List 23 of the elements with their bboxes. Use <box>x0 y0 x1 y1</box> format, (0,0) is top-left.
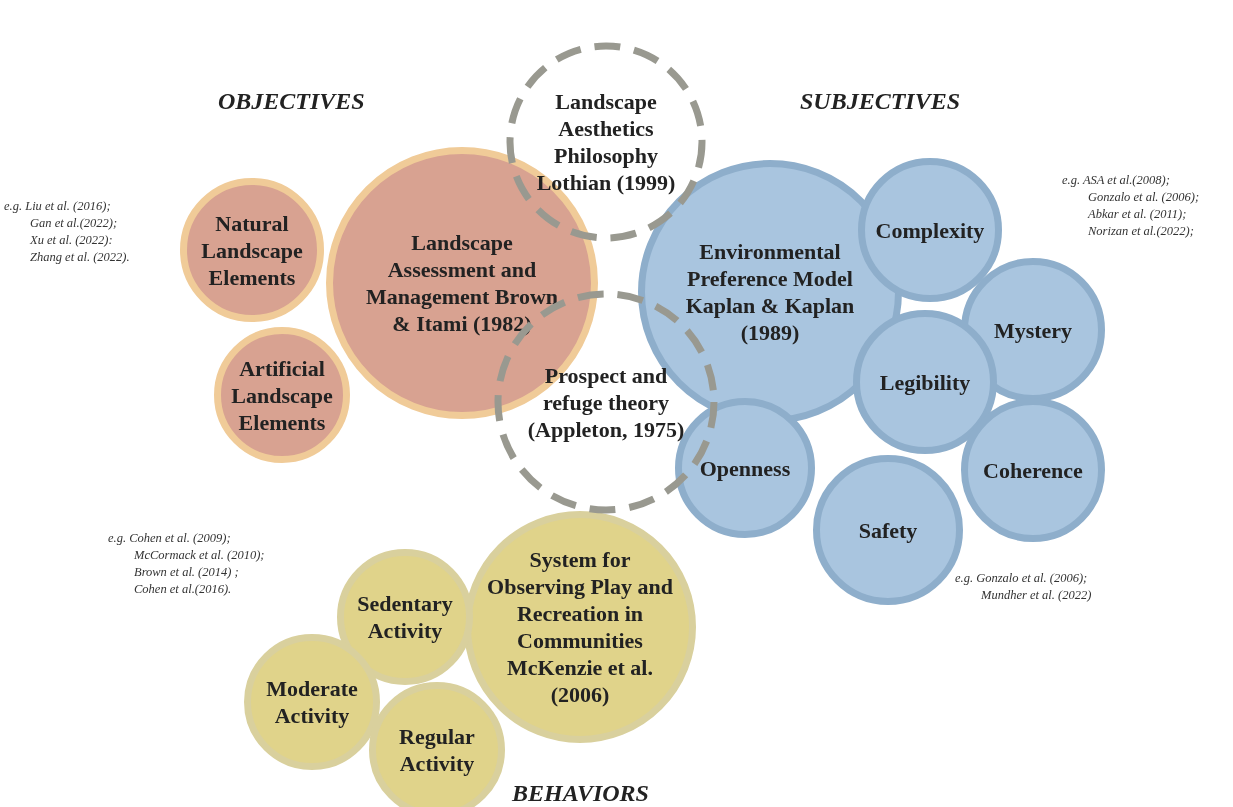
circle-label: Natural Landscape Elements <box>200 209 304 291</box>
group-heading: SUBJECTIVES <box>800 88 961 115</box>
circle-label: Regular Activity <box>398 723 476 777</box>
citation-note: e.g. Liu et al. (2016); Gan et al.(2022); Xu et al. (2022): Zhang et al. (2022). <box>4 198 131 266</box>
circle-label: Environmental Preference Model Kaplan & Kaplan (1989) <box>684 238 856 346</box>
circle-label: Mystery <box>992 316 1074 344</box>
concept-circle <box>369 682 505 807</box>
citation-note: e.g. ASA et al.(2008); Gonzalo et al. (2006); Abkar et al. (2011); Norizan et al.(2022); <box>1062 172 1201 240</box>
circle-label: Sedentary Activity <box>356 590 454 644</box>
citation-note: e.g. Gonzalo et al. (2006); Mundher et al. (2022) <box>955 570 1093 604</box>
circle-label: Legibility <box>878 368 972 396</box>
circle-label: Coherence <box>982 456 1084 484</box>
group-heading: OBJECTIVES <box>218 88 365 115</box>
circle-label: Landscape Aesthetics Philosophy Lothian (1999) <box>536 88 676 196</box>
circle-label: Prospect and refuge theory (Appleton, 1975) <box>526 361 686 443</box>
citation-note: e.g. Cohen et al. (2009); McCormack et al. (2010); Brown et al. (2014) ; Cohen et al.(2016). <box>108 530 266 598</box>
circle-label: Moderate Activity <box>265 675 359 729</box>
circle-label: Artificial Landscape Elements <box>230 354 334 436</box>
circle-label: Safety <box>857 516 919 544</box>
circle-label: Openness <box>698 454 792 482</box>
circle-label: Complexity <box>874 216 986 244</box>
group-heading: BEHAVIORS <box>512 780 649 807</box>
circle-label: System for Observing Play and Recreation in Communities McKenzie et al. (2006) <box>486 546 674 708</box>
